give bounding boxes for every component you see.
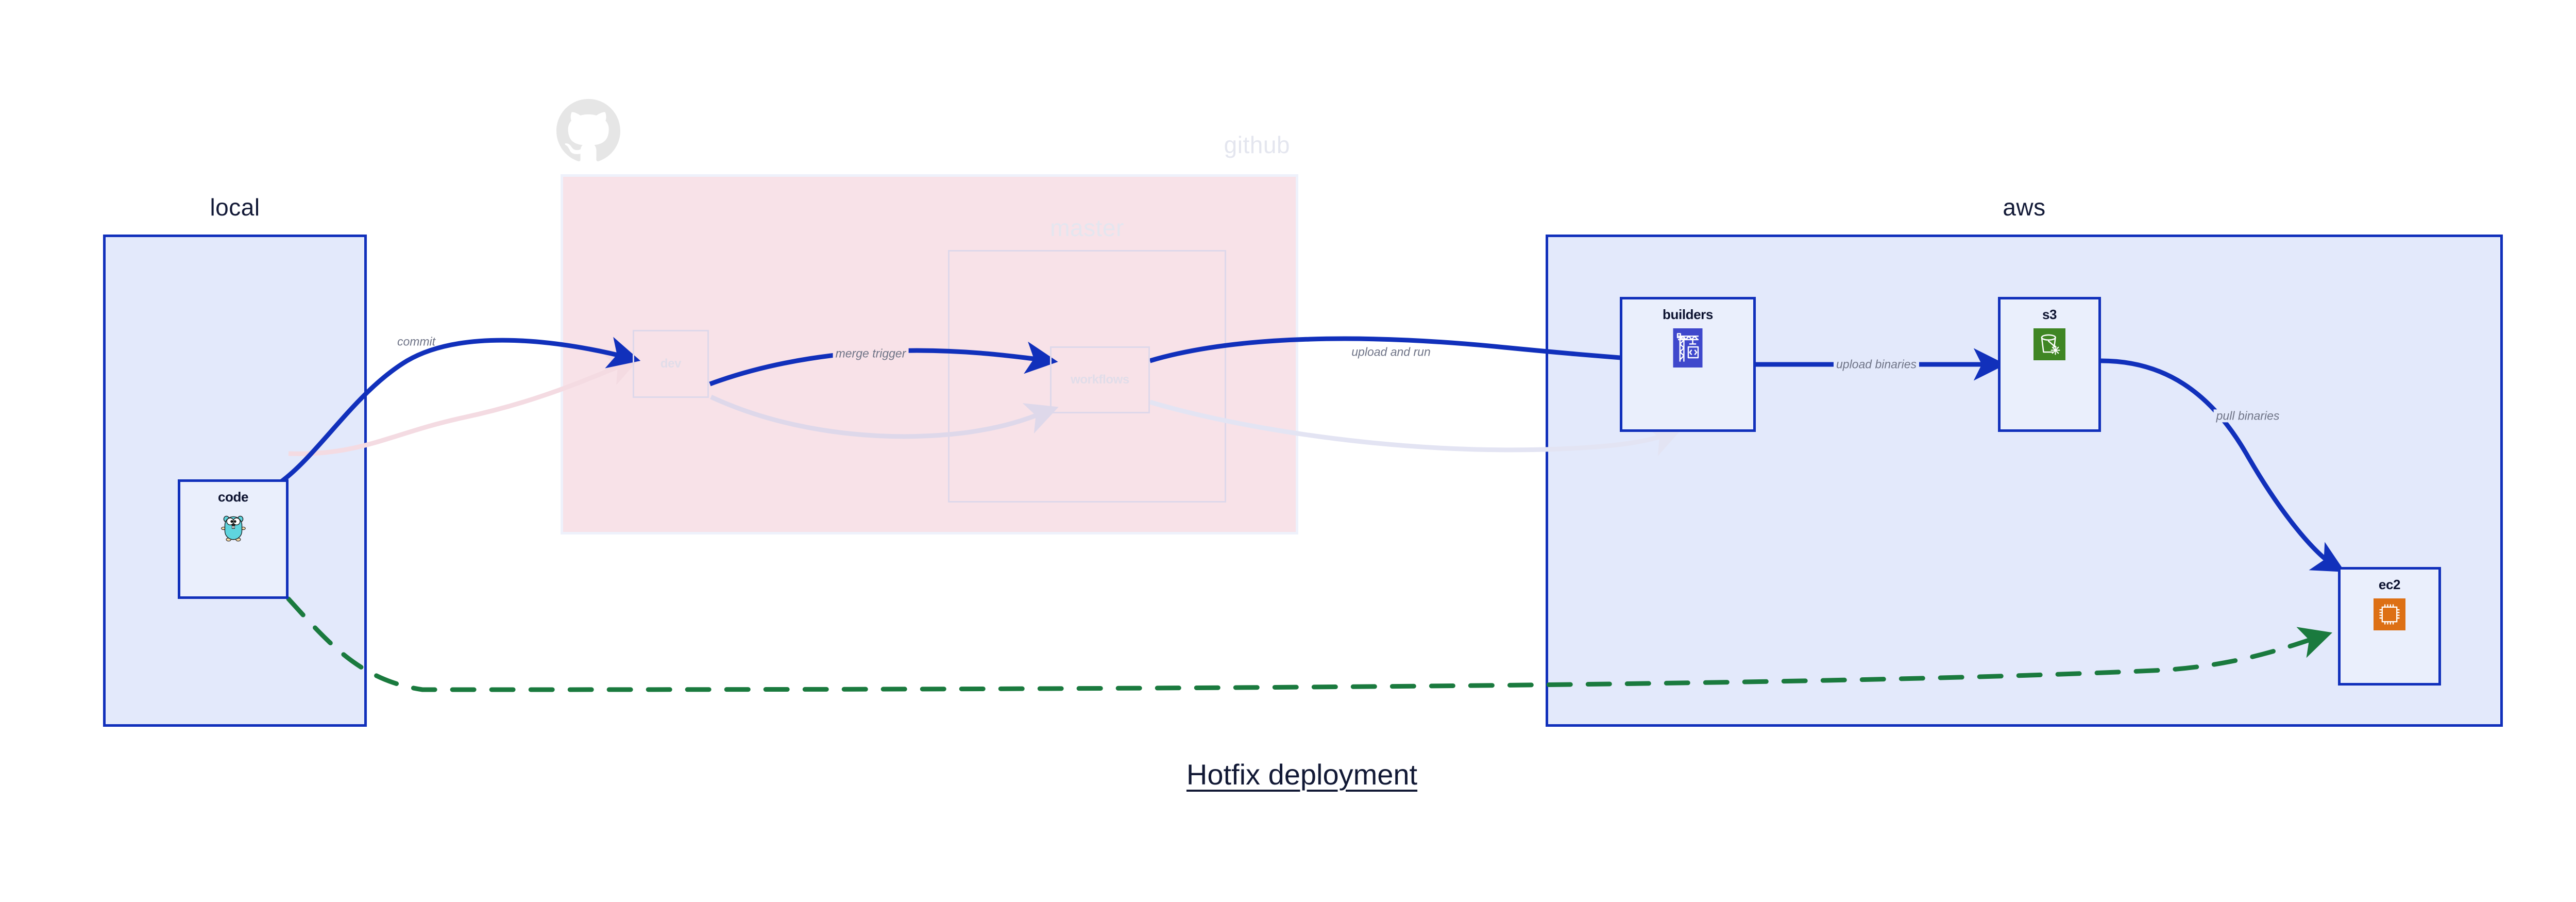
- edge-label-upload-and-run: upload and run: [1351, 345, 1431, 359]
- node-builders[interactable]: builders: [1620, 297, 1756, 432]
- go-gopher-icon: [221, 515, 246, 542]
- diagram-title: Hotfix deployment: [1186, 758, 1418, 791]
- github-octocat-icon: [556, 99, 620, 163]
- edge-label-commit: commit: [397, 335, 436, 348]
- edge-faded-code-dev: [288, 355, 640, 456]
- group-label-aws: aws: [2003, 194, 2046, 221]
- edge-label-pull-binaries: pull binaries: [2213, 409, 2282, 423]
- node-ec2[interactable]: ec2: [2338, 567, 2441, 686]
- node-dev[interactable]: dev: [633, 330, 709, 398]
- edge-hotfix-direct: [286, 596, 2333, 692]
- subgroup-box-master: [948, 250, 1226, 503]
- node-builders-label: builders: [1663, 307, 1713, 322]
- node-code-label: code: [217, 489, 249, 505]
- edge-label-merge-trigger: merge trigger: [833, 347, 909, 360]
- edge-upload-and-run: [1149, 336, 1655, 374]
- node-workflows[interactable]: workflows: [1050, 346, 1150, 413]
- node-code[interactable]: code: [178, 479, 289, 599]
- edge-faded-workflows-builders: [1149, 399, 1682, 456]
- node-s3-label: s3: [2042, 307, 2057, 322]
- aws-codebuild-crane-icon: [1673, 328, 1703, 368]
- node-ec2-label: ec2: [2378, 577, 2401, 592]
- edge-faded-dev-workflows: [710, 394, 1059, 439]
- subgroup-label-master: master: [1050, 214, 1124, 241]
- aws-s3-bucket-icon: [2033, 328, 2065, 360]
- edge-pull-binaries: [2100, 358, 2345, 572]
- node-s3[interactable]: s3: [1998, 297, 2101, 432]
- group-label-local: local: [210, 194, 260, 221]
- node-workflows-label: workflows: [1071, 373, 1129, 387]
- node-dev-label: dev: [660, 357, 682, 371]
- edge-commit: [279, 337, 641, 484]
- aws-ec2-chip-icon: [2374, 598, 2405, 630]
- edge-label-upload-binaries: upload binaries: [1833, 358, 1920, 371]
- group-label-github: github: [1224, 131, 1290, 158]
